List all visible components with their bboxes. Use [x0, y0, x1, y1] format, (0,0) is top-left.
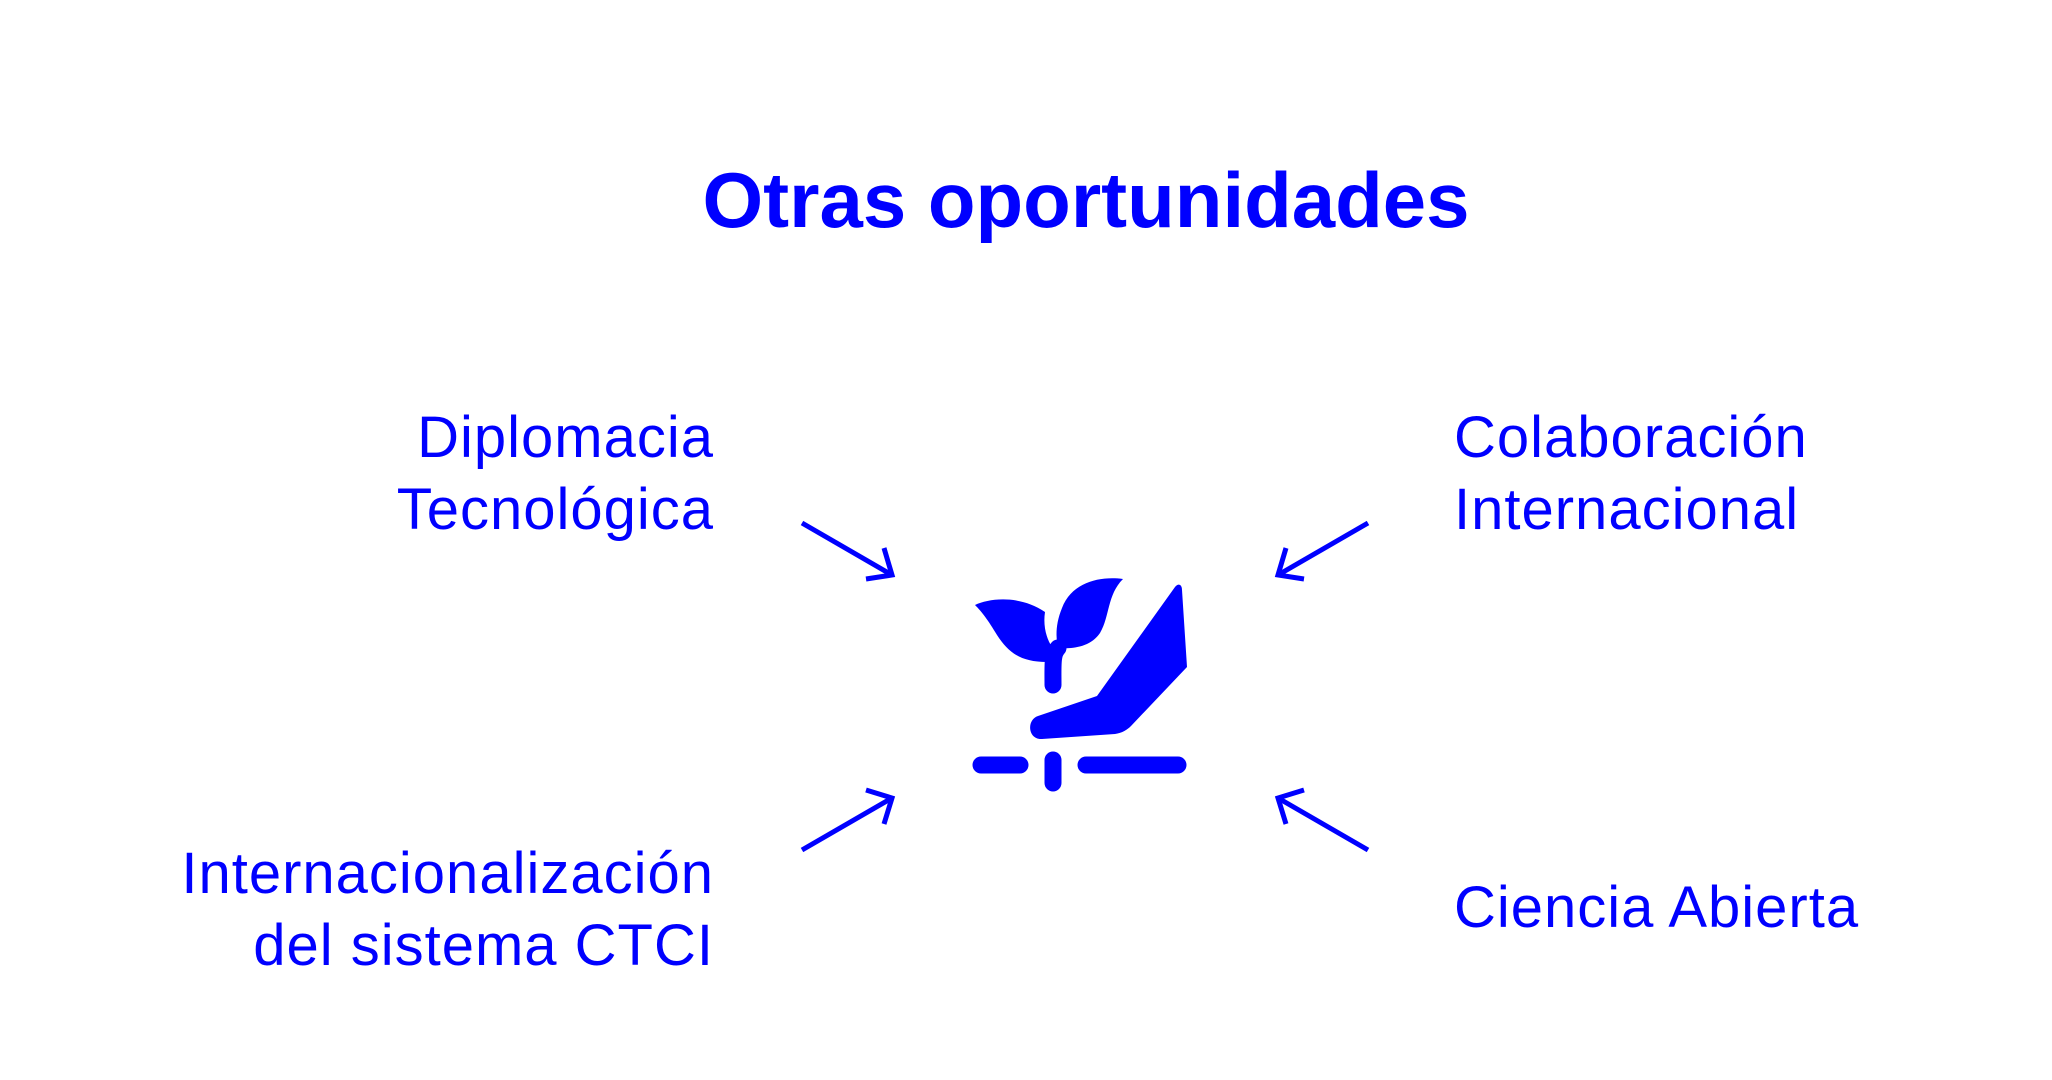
item-line: Tecnológica: [396, 477, 714, 542]
item-ciencia-abierta: Ciencia Abierta: [1454, 872, 1859, 944]
item-line: del sistema CTCI: [253, 913, 714, 978]
item-diplomacia: Diplomacia Tecnológica: [397, 402, 714, 546]
arrow-bottom-right-icon: [1274, 787, 1370, 853]
item-colaboracion: Colaboración Internacional: [1454, 402, 1808, 546]
item-line: Internacionalización: [181, 841, 714, 906]
arrow-bottom-left-icon: [800, 787, 896, 853]
arrow-top-right-icon: [1274, 520, 1370, 582]
item-line: Diplomacia: [417, 405, 714, 470]
page-title: Otras oportunidades: [702, 156, 1470, 244]
item-line: Ciencia Abierta: [1454, 875, 1860, 940]
plant-in-hand-icon: [972, 578, 1187, 792]
item-line: Internacional: [1454, 477, 1800, 542]
item-line: Colaboración: [1454, 405, 1808, 470]
arrow-top-left-icon: [800, 520, 896, 582]
item-internacionalizacion: Internacionalización del sistema CTCI: [181, 838, 714, 982]
